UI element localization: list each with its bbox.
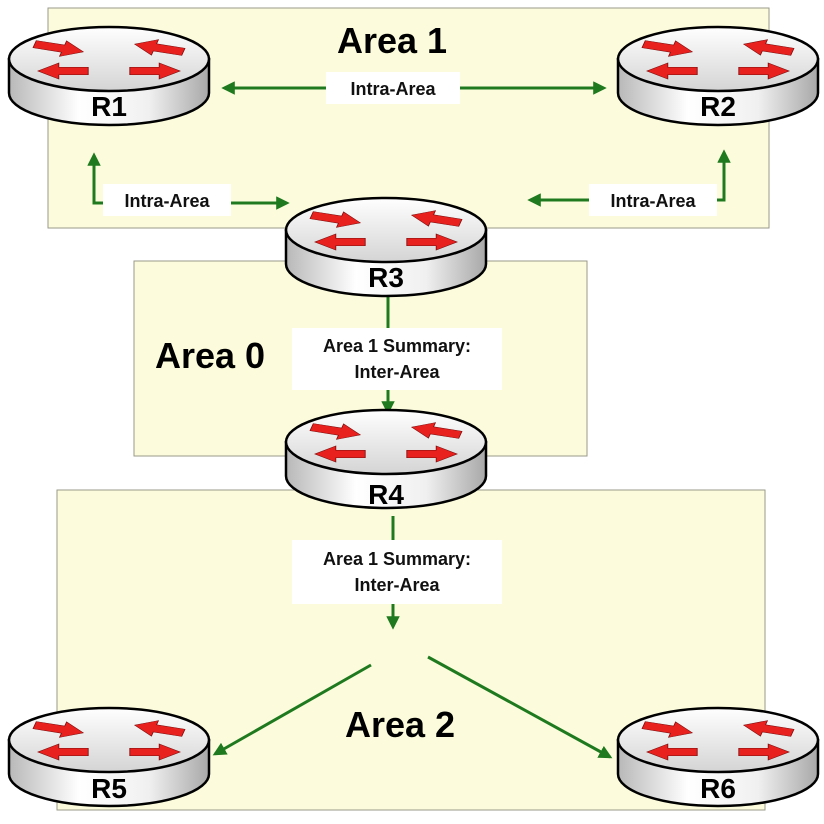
router-r5: R5 xyxy=(7,706,211,808)
link-label-r4-area2: Area 1 Summary: Inter-Area xyxy=(292,540,502,604)
router-r1-label: R1 xyxy=(91,91,127,122)
arrow-to-r6 xyxy=(427,655,613,759)
router-r1: R1 xyxy=(7,25,211,127)
svg-text:Area 1 Summary:: Area 1 Summary: xyxy=(323,549,471,569)
link-label-r3-r4: Area 1 Summary: Inter-Area xyxy=(292,328,502,390)
link-label-r1-r3: Intra-Area xyxy=(103,184,231,216)
router-r2: R2 xyxy=(616,25,820,127)
svg-text:Inter-Area: Inter-Area xyxy=(354,575,440,595)
router-r3-label: R3 xyxy=(368,262,404,293)
arrow-to-r5 xyxy=(212,663,372,756)
router-icon xyxy=(616,706,820,808)
router-r4-label: R4 xyxy=(368,479,404,510)
svg-text:Intra-Area: Intra-Area xyxy=(350,79,436,99)
svg-text:Area 1 Summary:: Area 1 Summary: xyxy=(323,336,471,356)
area-2-title: Area 2 xyxy=(345,704,455,745)
router-r6: R6 xyxy=(616,706,820,808)
router-r5-label: R5 xyxy=(91,773,127,804)
router-r3: R3 xyxy=(284,196,488,298)
router-icon xyxy=(284,196,488,298)
router-icon xyxy=(284,408,488,510)
svg-text:Intra-Area: Intra-Area xyxy=(610,191,696,211)
svg-text:Inter-Area: Inter-Area xyxy=(354,362,440,382)
router-icon xyxy=(7,25,211,127)
router-r6-label: R6 xyxy=(700,773,736,804)
link-label-r1-r2: Intra-Area xyxy=(326,72,460,104)
router-icon xyxy=(7,706,211,808)
router-icon xyxy=(616,25,820,127)
link-label-r2-r3: Intra-Area xyxy=(589,184,717,216)
router-r4: R4 xyxy=(284,408,488,510)
router-r2-label: R2 xyxy=(700,91,736,122)
svg-text:Intra-Area: Intra-Area xyxy=(124,191,210,211)
area-1-title: Area 1 xyxy=(337,20,447,61)
area-0-title: Area 0 xyxy=(155,335,265,376)
